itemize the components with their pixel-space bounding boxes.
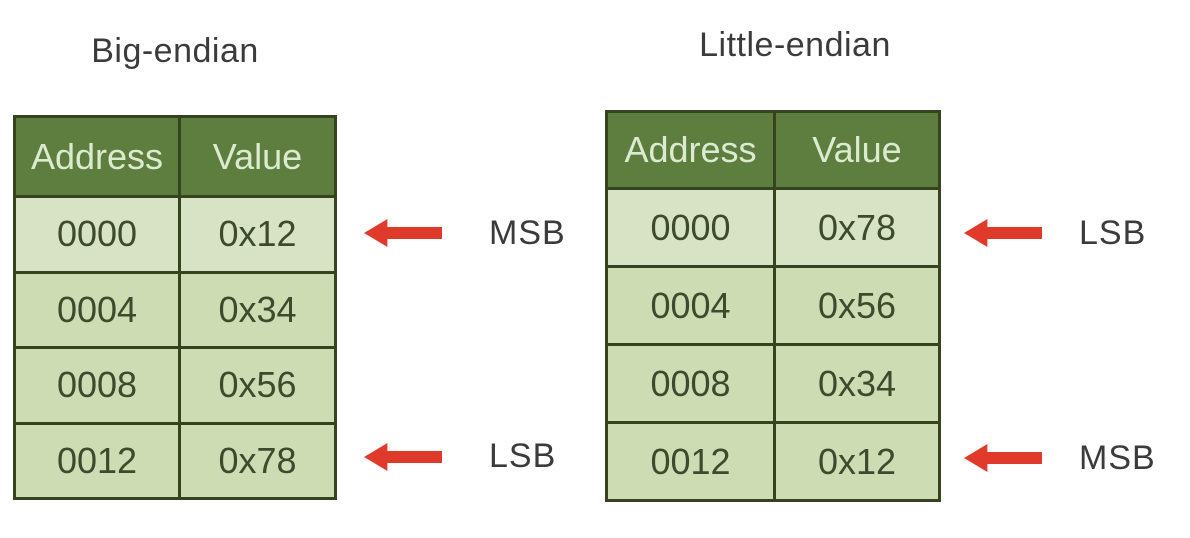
table-cell-value: 0x56 (776, 268, 938, 343)
arrow-left-icon (364, 442, 442, 472)
big-endian-header-value: Value (181, 118, 334, 195)
table-cell-value: 0x78 (776, 190, 938, 265)
table-cell-address: 0008 (608, 346, 773, 421)
table-cell-address: 0004 (608, 268, 773, 343)
little-endian-table: Address Value 0000 0x78 0004 0x56 0008 0… (605, 110, 941, 502)
table-cell-value: 0x12 (776, 424, 938, 499)
table-cell-address: 0004 (16, 273, 178, 346)
big-endian-lsb-label: LSB (489, 437, 557, 475)
arrow-left-icon (964, 218, 1042, 248)
table-cell-value: 0x56 (181, 349, 334, 422)
big-endian-title: Big-endian (91, 32, 259, 70)
table-cell-address: 0012 (16, 424, 178, 497)
table-cell-value: 0x34 (181, 273, 334, 346)
little-endian-lsb-label: LSB (1079, 214, 1147, 252)
little-endian-header-address: Address (608, 113, 773, 187)
table-cell-value: 0x34 (776, 346, 938, 421)
little-endian-title: Little-endian (699, 26, 891, 64)
table-cell-address: 0008 (16, 349, 178, 422)
table-cell-address: 0000 (16, 198, 178, 271)
little-endian-header-value: Value (776, 113, 938, 187)
big-endian-table: Address Value 0000 0x12 0004 0x34 0008 0… (13, 115, 337, 500)
little-endian-msb-label: MSB (1079, 439, 1156, 477)
arrow-left-icon (964, 443, 1042, 473)
big-endian-msb-label: MSB (489, 214, 566, 252)
table-cell-address: 0000 (608, 190, 773, 265)
table-cell-address: 0012 (608, 424, 773, 499)
table-cell-value: 0x78 (181, 424, 334, 497)
big-endian-header-address: Address (16, 118, 178, 195)
arrow-left-icon (364, 218, 442, 248)
table-cell-value: 0x12 (181, 198, 334, 271)
